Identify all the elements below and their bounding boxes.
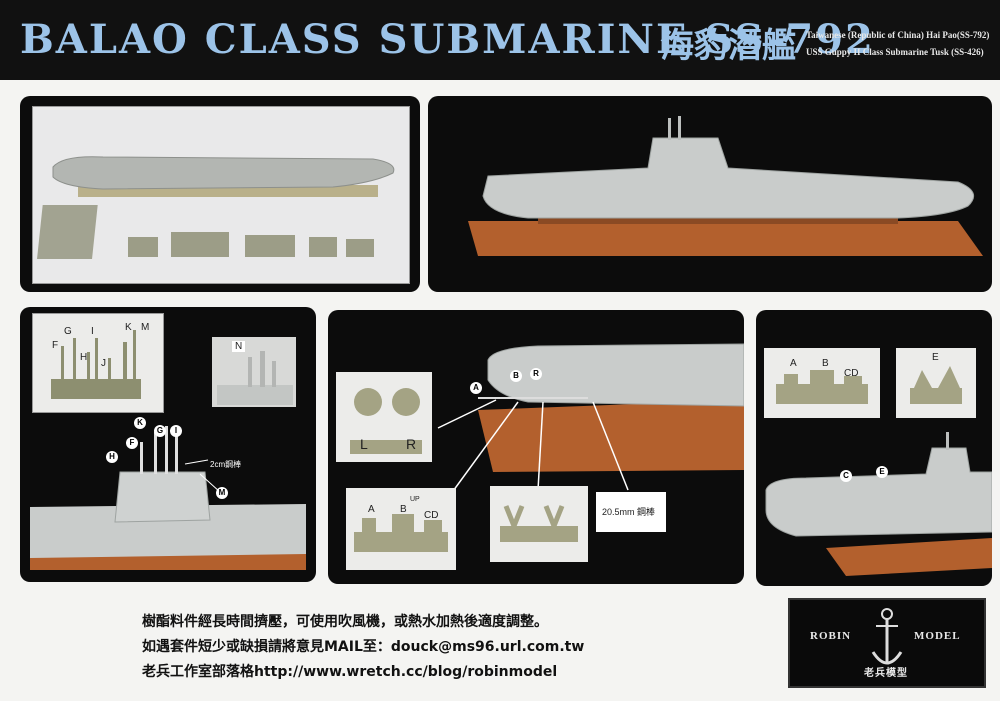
mast-part-label-j: J xyxy=(101,358,106,369)
panel-mast-parts: F G H I J K M N K F G I H M 2cm鋼棒 xyxy=(20,307,316,582)
deck-label-a: A xyxy=(790,358,797,369)
subtitle-tusk: USS Guppy II Class Submarine Tusk (SS-42… xyxy=(806,47,984,57)
panel-right-parts: A B CD E C E xyxy=(756,310,992,586)
stern-pin-a: A xyxy=(470,382,482,394)
fitting-label-cd: CD xyxy=(424,510,439,521)
logo-text-robin: ROBIN xyxy=(810,630,852,642)
footer-note-blog: 老兵工作室部落格http://www.wretch.cc/blog/robinm… xyxy=(142,664,558,680)
rod-20mm-box: 20.5mm 鋼棒 xyxy=(596,492,666,532)
sail-pin-k: K xyxy=(134,417,146,429)
mast-part-label-f: F xyxy=(52,340,59,351)
sail-pin-f: F xyxy=(126,437,138,449)
sail-deck-illustration xyxy=(765,432,992,576)
deck-label-b: B xyxy=(822,358,829,369)
mast-parts-photo: F G H I J K M xyxy=(32,313,164,413)
part-label-n: N xyxy=(232,341,246,352)
stern-pin-b: B xyxy=(510,370,522,382)
part-e-photo: E xyxy=(896,348,976,418)
part-n-photo: N xyxy=(212,337,296,407)
shaft-struts-photo xyxy=(490,486,588,562)
mast-part-label-g: G xyxy=(64,326,72,337)
robin-model-logo: ROBIN MODEL 老兵模型 xyxy=(788,598,986,688)
logo-text-chinese: 老兵模型 xyxy=(864,668,908,679)
deck-pin-c: C xyxy=(840,470,852,482)
footer-note-email: 如遇套件短少或缺損請將意見MAIL至：douck@ms96.url.com.tw xyxy=(142,639,585,655)
deck-label-cd: CD xyxy=(844,368,859,379)
prop-label-r: R xyxy=(406,436,417,452)
sail-pin-m: M xyxy=(216,487,228,499)
logo-text-model: MODEL xyxy=(914,630,961,642)
deck-fittings-photo: A B CD xyxy=(764,348,880,418)
stern-pin-r: R xyxy=(530,368,542,380)
sail-pin-g: G xyxy=(154,425,166,437)
fitting-label-up: UP xyxy=(410,496,420,503)
panel-model-on-stand xyxy=(428,96,992,292)
propeller-parts-photo: L R xyxy=(336,372,432,462)
kit-parts-illustration xyxy=(37,156,395,259)
footer-note-resin: 樹酯料件經長時間擠壓，可使用吹風機，或熱水加熱後適度調整。 xyxy=(142,614,548,630)
page-title-chinese: 海豹潛艦 xyxy=(660,26,796,66)
mast-part-label-m: M xyxy=(141,322,150,333)
anchor-icon xyxy=(871,608,903,665)
kit-parts-photo xyxy=(32,106,410,284)
fitting-label-b: B xyxy=(400,504,407,515)
sail-illustration xyxy=(30,426,306,570)
stern-illustration xyxy=(437,343,744,499)
prop-label-l: L xyxy=(360,436,368,452)
part-label-e: E xyxy=(932,352,939,363)
fitting-label-a: A xyxy=(368,504,375,515)
panel-kit-parts xyxy=(20,96,420,292)
stern-fittings-photo: A B UP CD xyxy=(346,488,456,570)
panel-stern-parts: A B R L R A B UP CD 20.5mm 鋼棒 xyxy=(328,310,744,584)
sail-pin-i: I xyxy=(170,425,182,437)
mast-part-label-i: I xyxy=(91,326,94,337)
header-banner xyxy=(0,0,1000,80)
sail-pin-h: H xyxy=(106,451,118,463)
submarine-model-illustration xyxy=(468,116,983,256)
subtitle-hai-pao: Taiwanese (Republic of China) Hai Pao(SS… xyxy=(806,30,990,40)
mast-part-label-h: H xyxy=(80,352,88,363)
rod-note-2cm: 2cm鋼棒 xyxy=(210,460,242,469)
deck-pin-e: E xyxy=(876,466,888,478)
mast-part-label-k: K xyxy=(125,322,132,333)
page-title: BALAO CLASS SUBMARINE SS-792 xyxy=(20,16,875,63)
rod-label-20mm: 20.5mm 鋼棒 xyxy=(602,507,656,517)
